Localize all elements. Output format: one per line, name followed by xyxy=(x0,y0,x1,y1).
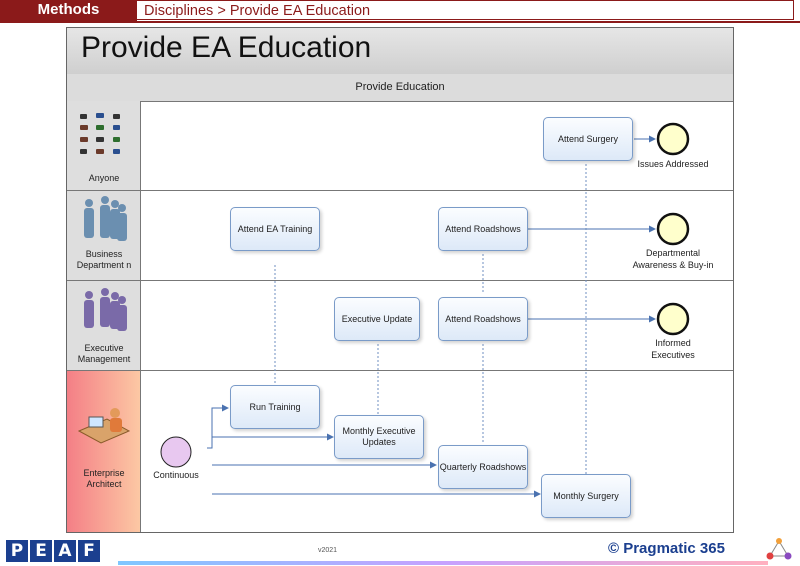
peaf-logo: P E A F xyxy=(6,540,100,562)
process-diagram: Provide EA Education Provide Education A… xyxy=(66,27,734,533)
lane-header-enterprise-architect: Enterprise Architect xyxy=(67,371,141,532)
start-event[interactable] xyxy=(160,436,192,468)
lane-executive-management: Executive Management xyxy=(67,281,733,371)
breadcrumb[interactable]: Disciplines > Provide EA Education xyxy=(137,0,794,20)
lane-label-anyone: Anyone xyxy=(88,173,120,183)
top-bar: Methods Disciplines > Provide EA Educati… xyxy=(0,0,800,22)
lane-anyone: Anyone xyxy=(67,101,733,191)
header-rule xyxy=(0,21,800,23)
activity-attend-roadshows-executive[interactable]: Attend Roadshows xyxy=(438,297,528,341)
activity-quarterly-roadshows[interactable]: Quarterly Roadshows xyxy=(438,445,528,489)
activity-attend-ea-training[interactable]: Attend EA Training xyxy=(230,207,320,251)
peaf-letter: A xyxy=(54,540,76,562)
lane-header-anyone: Anyone xyxy=(67,101,141,190)
methods-tab[interactable]: Methods xyxy=(0,0,137,21)
activity-executive-update[interactable]: Executive Update xyxy=(334,297,420,341)
lane-label-business-department: Business Department n xyxy=(76,249,132,270)
informed-executives-label: Informed Executives xyxy=(651,338,695,360)
lane-header-business-department: Business Department n xyxy=(67,191,141,280)
pragmatic-brand: © Pragmatic 365 xyxy=(608,540,725,557)
peaf-letter: E xyxy=(30,540,52,562)
activity-monthly-surgery[interactable]: Monthly Surgery xyxy=(541,474,631,518)
architect-at-desk-icon xyxy=(77,408,131,444)
lane-label-enterprise-architect: Enterprise Architect xyxy=(83,468,125,489)
issues-addressed-label: Issues Addressed xyxy=(637,159,709,169)
peaf-letter: F xyxy=(78,540,100,562)
activity-attend-surgery[interactable]: Attend Surgery xyxy=(543,117,633,161)
activity-run-training[interactable]: Run Training xyxy=(230,385,320,429)
start-event-label: Continuous xyxy=(153,470,199,480)
end-event-issues-addressed[interactable] xyxy=(656,122,690,156)
end-event-informed-executives[interactable] xyxy=(656,302,690,336)
departmental-awareness-label: Departmental Awareness & Buy-in xyxy=(632,248,714,270)
lane-label-executive-management: Executive Management xyxy=(77,343,131,364)
version-label: v2021 xyxy=(318,547,338,554)
diagram-title-band: Provide EA Education xyxy=(67,28,733,75)
connector-lines xyxy=(207,135,656,498)
lane-header-executive-management: Executive Management xyxy=(67,281,141,370)
network-logo-icon xyxy=(766,538,792,560)
end-event-departmental-awareness[interactable] xyxy=(656,212,690,246)
phase-header: Provide Education xyxy=(67,74,733,102)
activity-attend-roadshows-business[interactable]: Attend Roadshows xyxy=(438,207,528,251)
diagram-title: Provide EA Education xyxy=(81,31,372,64)
event-circles xyxy=(160,122,690,468)
footer-gradient-rule xyxy=(118,561,768,565)
crowd-icon xyxy=(80,113,120,154)
activity-monthly-executive-updates[interactable]: Monthly Executive Updates xyxy=(334,415,424,459)
executives-icon xyxy=(84,288,127,331)
lane-enterprise-architect: Enterprise Architect xyxy=(67,371,733,532)
peaf-letter: P xyxy=(6,540,28,562)
business-people-icon xyxy=(84,196,127,241)
lane-business-department: Business Department n xyxy=(67,191,733,281)
